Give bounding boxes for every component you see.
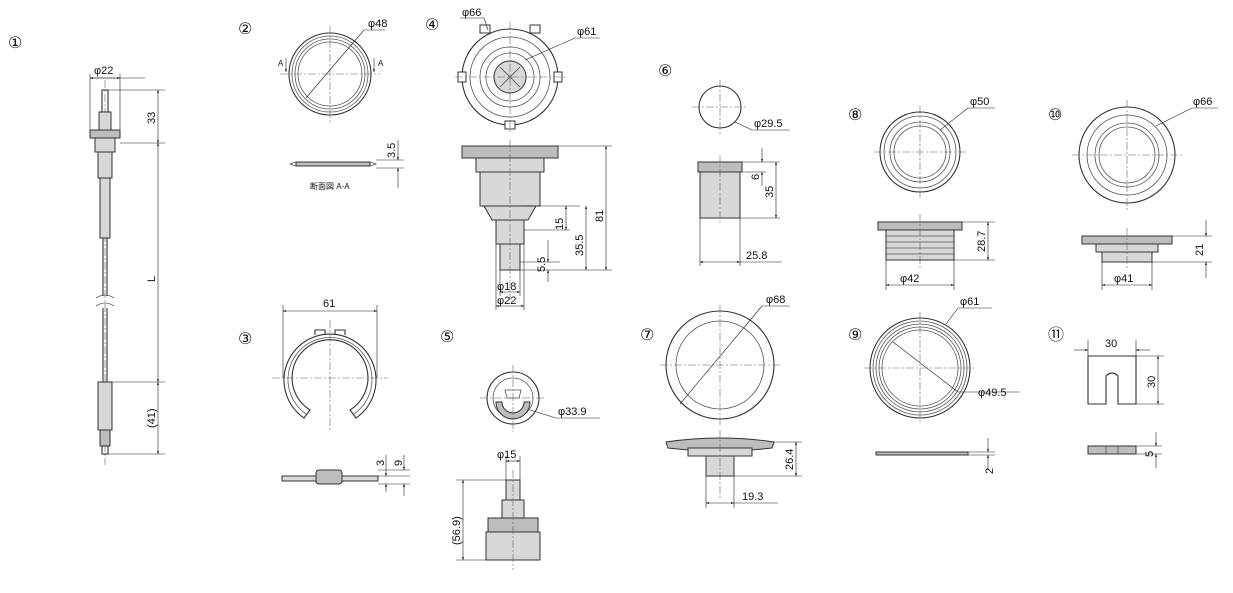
dim-p9-outer: φ61	[960, 296, 979, 308]
dim-p1-top: 33	[146, 112, 158, 124]
part-number-5: ⑤	[440, 327, 454, 346]
part-5: ⑤ φ33.9 φ15 (56.9)	[440, 327, 600, 570]
dim-p9-inner: φ49.5	[978, 387, 1007, 399]
part-3: ③ 61 3 9	[238, 298, 410, 496]
dim-p4-d22: φ22	[497, 295, 516, 307]
dim-p1-bottom: (41)	[146, 408, 158, 428]
dim-p2-thick: 3.5	[386, 143, 398, 158]
section-mark-a-left: A	[278, 59, 284, 68]
dim-p4-h15: 15	[554, 218, 566, 230]
part-6: ⑥ φ29.5 6 35 25.8	[658, 61, 790, 266]
part-1: ① φ22 33 L (41)	[8, 33, 165, 465]
dim-p3-t1: 3	[375, 460, 387, 466]
dim-p7-dia: φ68	[766, 294, 785, 306]
dim-p6-h6: 6	[750, 174, 762, 180]
dim-p7-w: 19.3	[742, 491, 763, 503]
part-number-9: ⑨	[848, 325, 862, 344]
part-4: ④ φ66 φ61 81	[425, 7, 612, 310]
dim-p11-h: 30	[1146, 376, 1158, 388]
dim-p8-h: 28.7	[976, 231, 988, 252]
dim-p3-width: 61	[323, 298, 335, 310]
dim-p1-length: L	[146, 276, 158, 282]
part-8: ⑧ φ50 28.7 φ42	[848, 96, 995, 290]
part-2: ② φ48 A A 3.5 断面図 A-A	[238, 18, 404, 191]
part-10: ⑩ φ66 21 φ41	[1048, 96, 1218, 290]
dim-p6-h35: 35	[764, 186, 776, 198]
part-number-1: ①	[8, 33, 22, 52]
dim-p2-dia: φ48	[368, 18, 387, 30]
dim-p7-h: 26.4	[784, 449, 796, 470]
part-number-4: ④	[425, 15, 439, 34]
dim-p5-height: (56.9)	[451, 516, 463, 545]
part-number-6: ⑥	[658, 61, 672, 80]
part-number-2: ②	[238, 19, 252, 38]
dim-p10-dia: φ66	[1193, 96, 1212, 108]
part-7: ⑦ φ68 26.4 19.3	[640, 294, 802, 508]
part-9: ⑨ φ49.5 φ61 2	[848, 296, 1020, 474]
section-mark-a-right: A	[378, 59, 384, 68]
dim-p11-w: 30	[1105, 338, 1117, 350]
section-label: 断面図 A-A	[310, 181, 350, 191]
dim-p8-d42: φ42	[900, 273, 919, 285]
dim-p11-t: 5	[1144, 451, 1156, 457]
dim-p6-dia: φ29.5	[754, 118, 783, 130]
dim-p4-h355: 35.5	[574, 235, 586, 256]
dim-p6-w: 25.8	[746, 250, 767, 262]
dim-p10-d41: φ41	[1114, 273, 1133, 285]
part-number-8: ⑧	[848, 105, 862, 124]
dim-p4-h81: 81	[594, 210, 606, 222]
dim-p1-dia: φ22	[94, 65, 113, 77]
part-number-10: ⑩	[1048, 105, 1062, 124]
dim-p4-d18: φ18	[497, 281, 516, 293]
dim-p5-dia: φ33.9	[558, 406, 587, 418]
dim-p4-h55: 5.5	[536, 257, 548, 272]
dim-p4-outer: φ66	[462, 7, 481, 19]
dim-p5-d15: φ15	[497, 449, 516, 461]
dim-p10-h: 21	[1194, 244, 1206, 256]
part-number-11: ⑪	[1048, 325, 1064, 344]
dim-p8-dia: φ50	[970, 96, 989, 108]
dim-p9-thick: 2	[984, 468, 996, 474]
part-number-7: ⑦	[640, 325, 654, 344]
part-11: ⑪ 30 30 5	[1048, 325, 1164, 468]
dim-p3-t2: 9	[393, 460, 405, 466]
dim-p4-inner: φ61	[577, 26, 596, 38]
part-number-3: ③	[238, 329, 252, 348]
